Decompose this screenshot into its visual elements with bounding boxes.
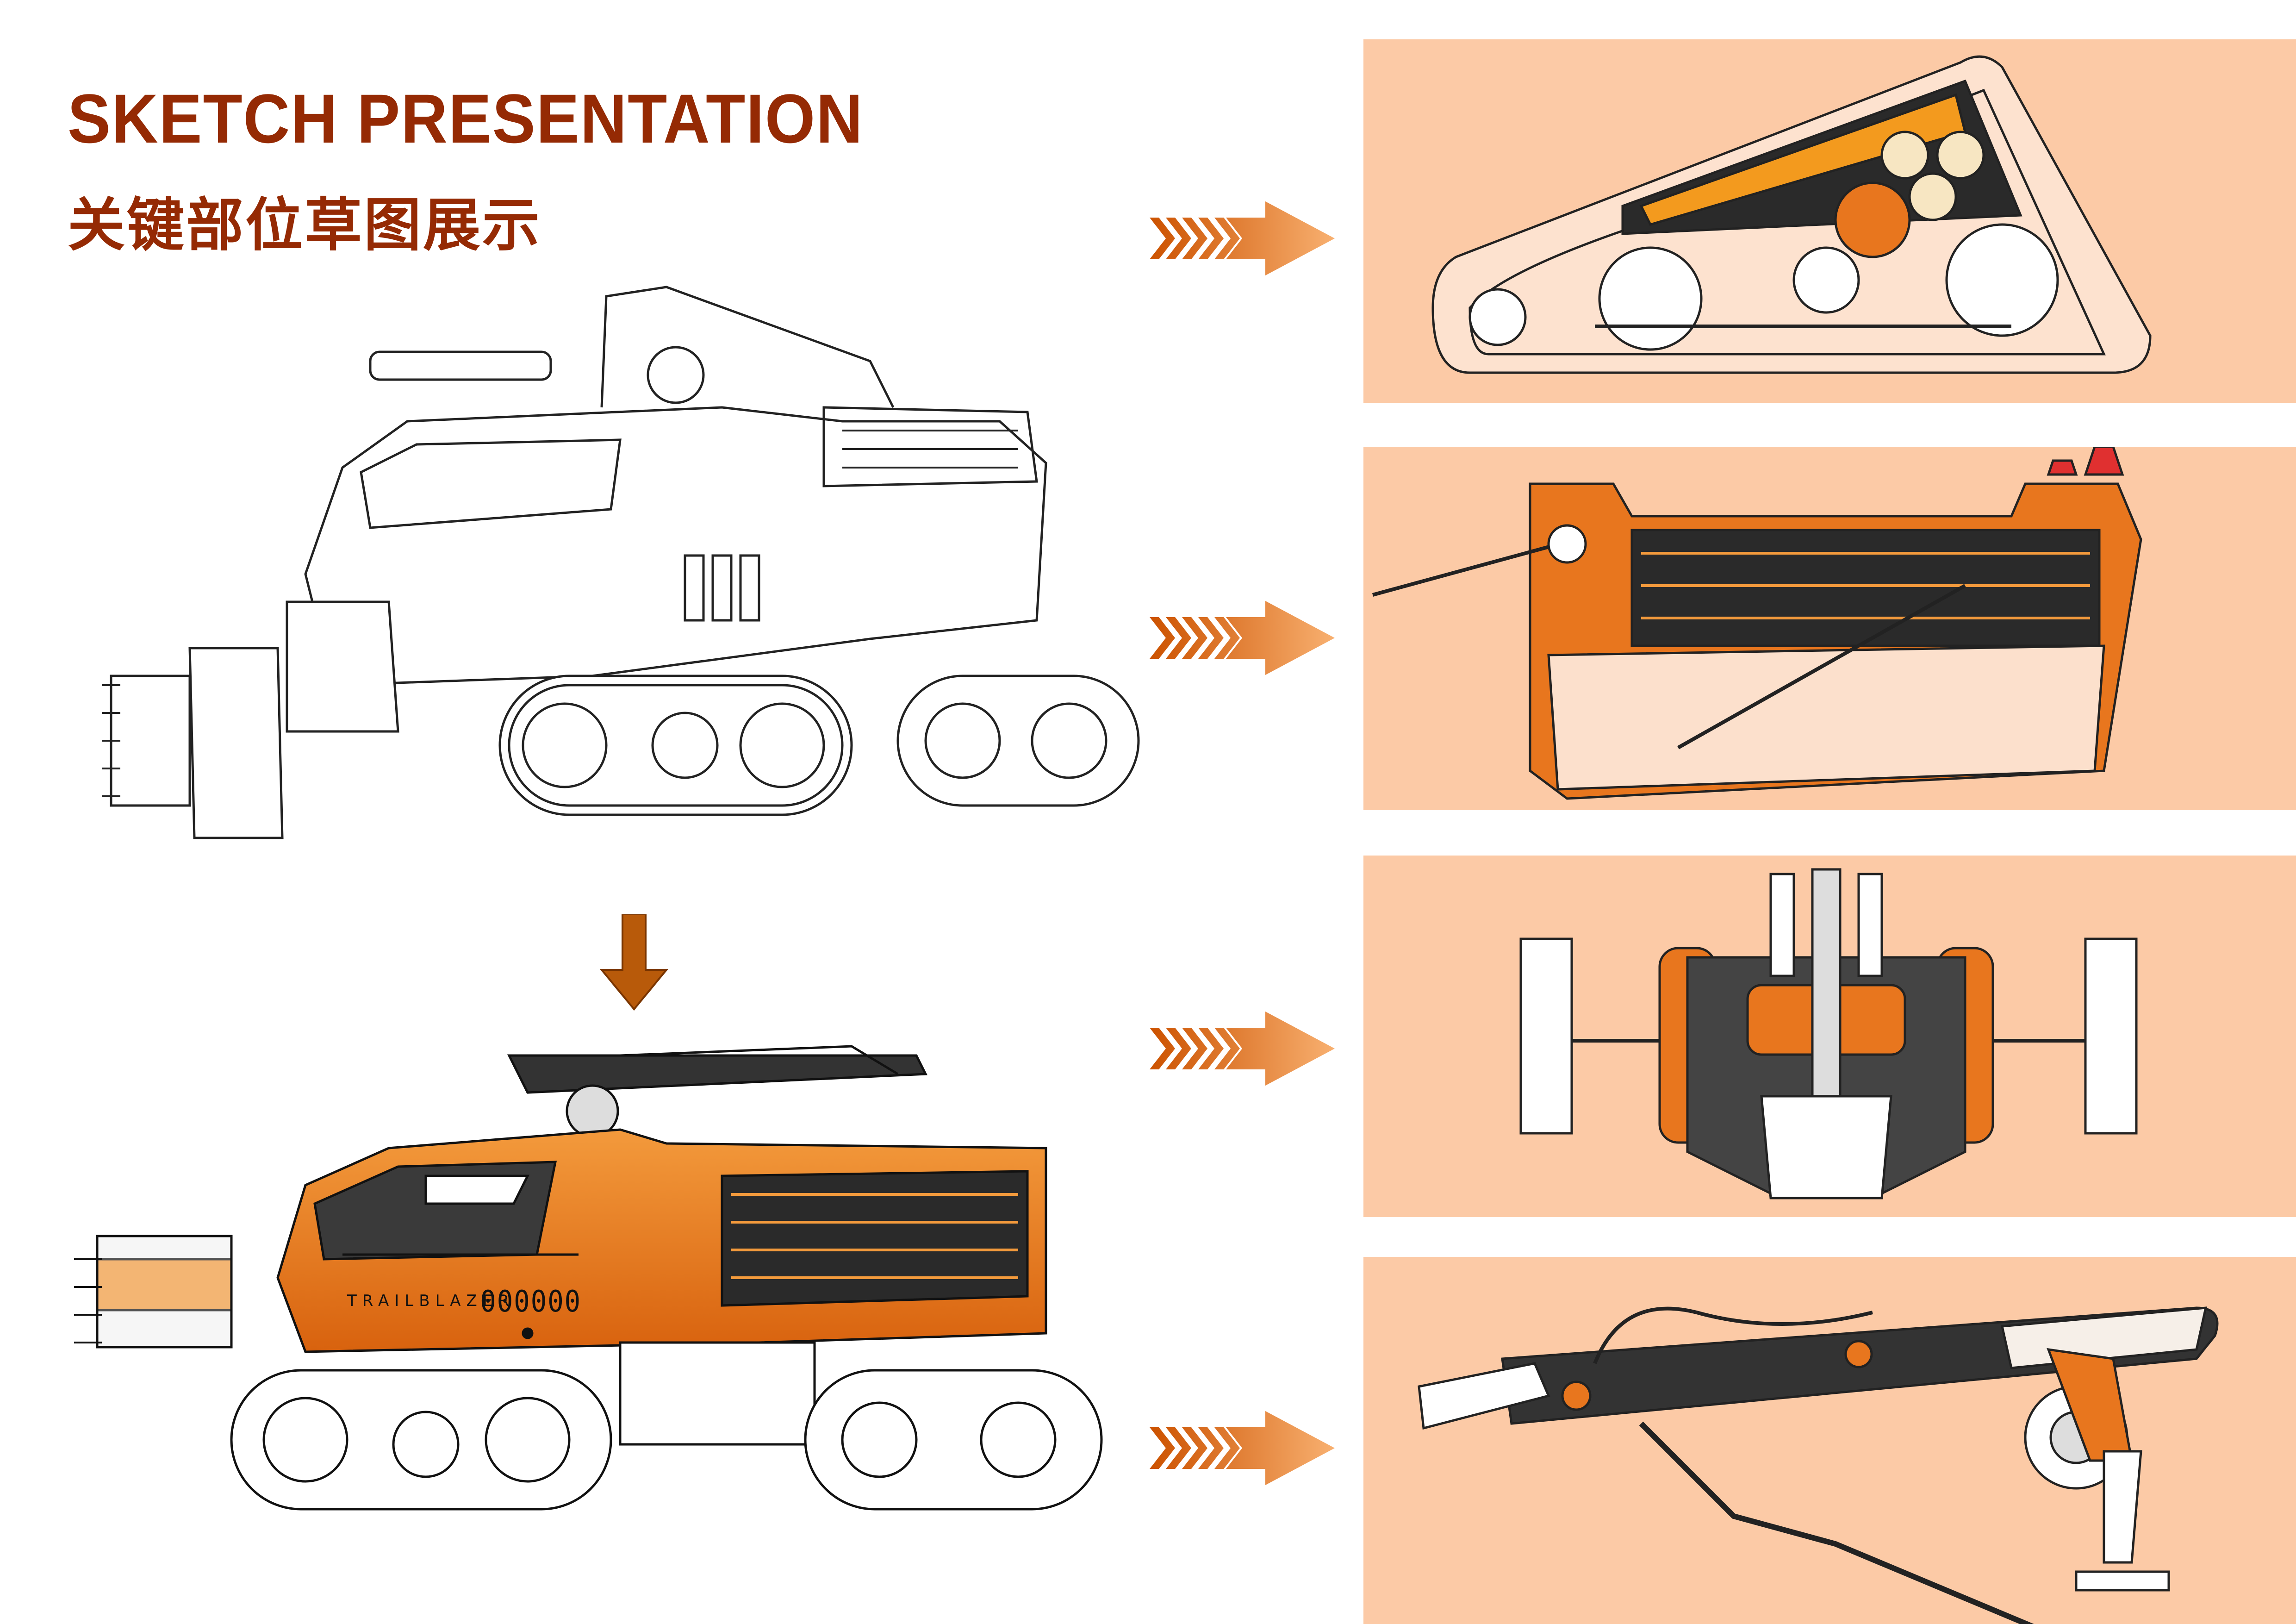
detail-panel-robotic-arm: [1363, 1257, 2296, 1624]
vehicle-color-render: [74, 1045, 1103, 1511]
vehicle-brand-number: 000000: [480, 1285, 582, 1319]
detail-panel-cargo-frame: [1363, 447, 2296, 810]
cargo-frame-illustration: [1372, 447, 2142, 800]
arrow-right-icon: [1150, 1411, 1335, 1485]
arrow-right-icon: [1150, 201, 1335, 275]
page-title: SKETCH PRESENTATION: [68, 80, 864, 157]
detail-panel-front-drill: [1363, 856, 2296, 1217]
vehicle-brand-label: TRAILBLAZER: [347, 1292, 515, 1310]
robotic-arm-illustration: [1418, 1306, 2219, 1624]
detail-panel-track: [1363, 39, 2296, 403]
track-detail-illustration: [1431, 55, 2152, 374]
vehicle-line-sketch: [102, 286, 1140, 839]
page-subtitle: 关键部位草图展示: [68, 192, 542, 259]
down-arrow-icon: [599, 914, 669, 1011]
arrow-right-icon: [1150, 1012, 1335, 1086]
arrow-right-icon: [1150, 601, 1335, 675]
front-drill-illustration: [1519, 868, 2138, 1199]
